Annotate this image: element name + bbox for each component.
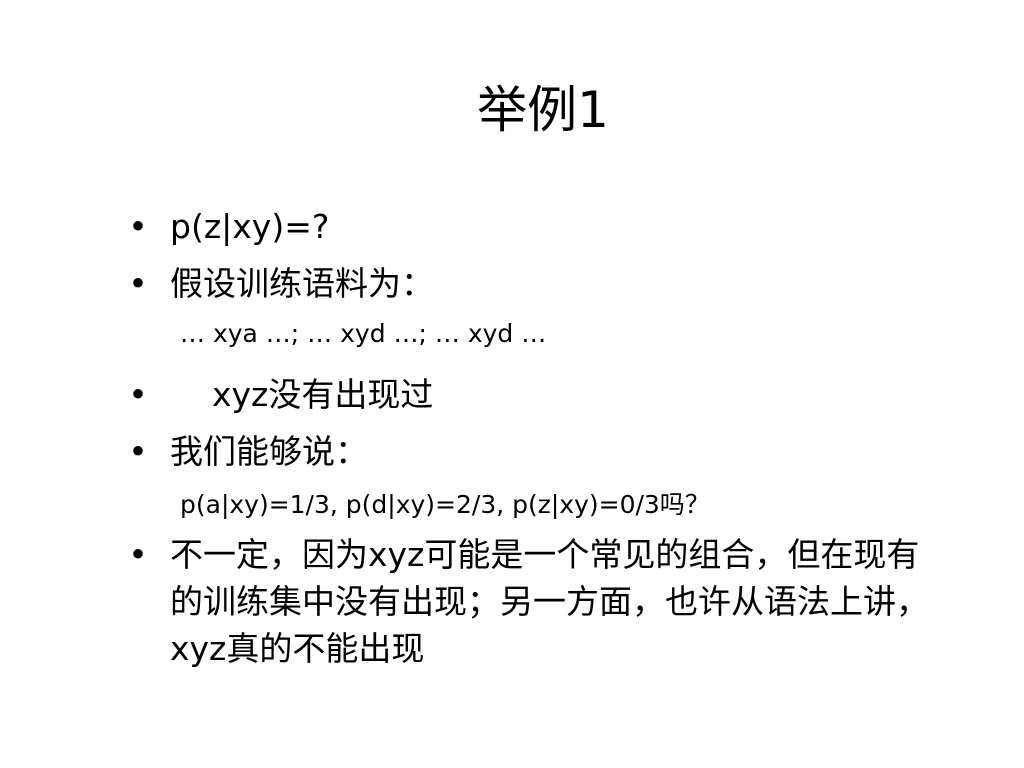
slide-title: 举例1 xyxy=(477,81,609,139)
sub-item: p(a|xy)=1/3, p(d|xy)=2/3, p(z|xy)=0/3吗？ xyxy=(180,490,710,519)
bullet-dot-icon: • xyxy=(128,264,148,303)
bullet-text: 我们能够说： xyxy=(170,432,368,471)
bullet-dot-icon: • xyxy=(128,207,148,246)
bullet-text: xyz没有出现过 xyxy=(212,375,434,414)
bullet-dot-icon: • xyxy=(128,432,148,471)
bullet-item: • 不一定，因为xyz可能是一个常见的组合，但在现有的训练集中没有出现；另一方面… xyxy=(128,531,948,672)
sub-item: … xya …; … xyd …; … xyd … xyxy=(180,319,547,348)
bullet-item: • 我们能够说： xyxy=(128,423,948,480)
bullet-item: • 假设训练语料为： xyxy=(128,255,948,312)
bullet-text: 假设训练语料为： xyxy=(170,264,434,303)
bullet-list: • p(z|xy)=? • 假设训练语料为： … xya …; … xyd …;… xyxy=(128,198,948,672)
bullet-dot-icon: • xyxy=(128,375,148,414)
bullet-text: 不一定，因为xyz可能是一个常见的组合，但在现有的训练集中没有出现；另一方面，也… xyxy=(170,535,929,668)
bullet-item: • p(z|xy)=? xyxy=(128,198,948,255)
bullet-item: • xyz没有出现过 xyxy=(128,366,948,423)
bullet-dot-icon: • xyxy=(128,535,148,574)
bullet-text: p(z|xy)=? xyxy=(170,207,330,246)
